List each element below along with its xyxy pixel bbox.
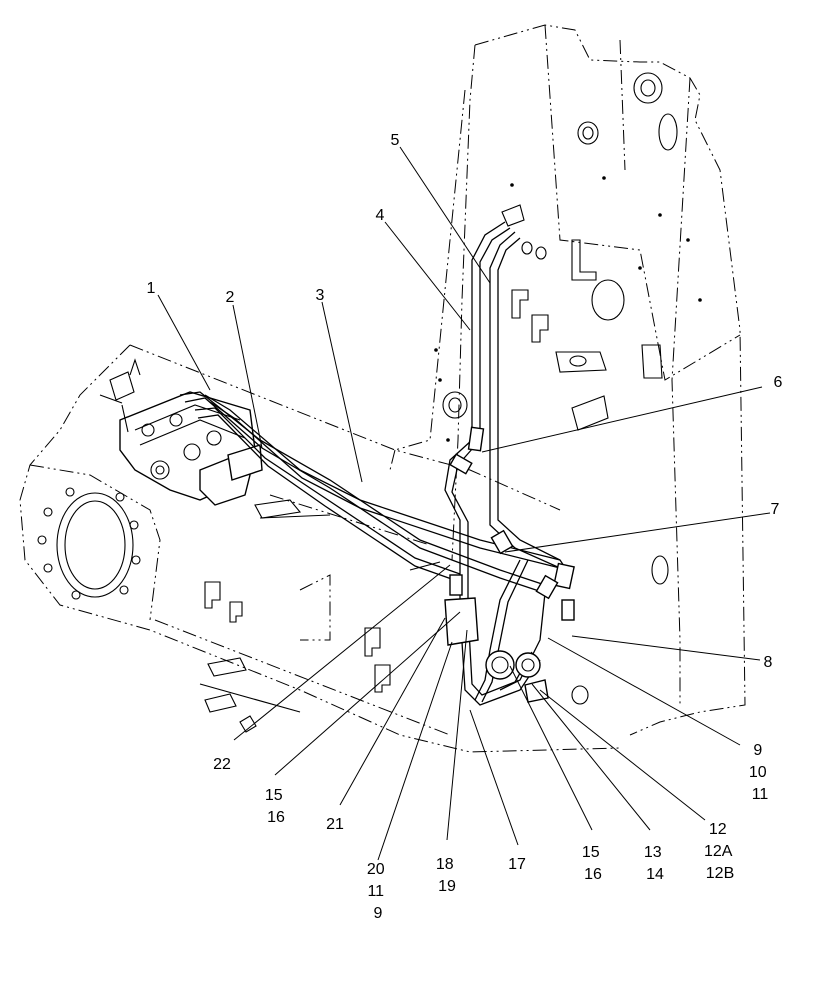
- hydraulic-lines: [179, 204, 575, 706]
- callout-15-16-left: 15 16: [265, 787, 287, 826]
- callout-21: 21: [326, 816, 344, 833]
- callout-18-19: 18 19: [436, 856, 458, 895]
- leader-lines: [157, 146, 771, 861]
- callout-2: 2: [226, 289, 235, 306]
- callout-17: 17: [508, 856, 526, 873]
- callout-5: 5: [391, 132, 400, 149]
- callout-1: 1: [147, 280, 156, 297]
- callout-3: 3: [316, 287, 325, 304]
- callout-9-10-11: 9 10 11: [749, 742, 771, 803]
- callout-6: 6: [774, 374, 783, 391]
- callout-12-12a-12b: 12 12A 12B: [704, 821, 736, 882]
- callout-8: 8: [764, 654, 773, 671]
- callout-20-11-9: 20 11 9: [367, 861, 389, 922]
- callout-22: 22: [213, 756, 231, 773]
- callout-4: 4: [376, 207, 385, 224]
- callout-15-16-right: 15 16: [582, 844, 604, 883]
- callout-13-14: 13 14: [644, 844, 666, 883]
- control-valve: [99, 358, 263, 506]
- callout-labels: 1 2 3 4 5 6 7 8 9 10 11 12 12A 12B 13 14…: [147, 132, 783, 922]
- upright-tower: [394, 24, 746, 736]
- callout-7: 7: [771, 501, 780, 518]
